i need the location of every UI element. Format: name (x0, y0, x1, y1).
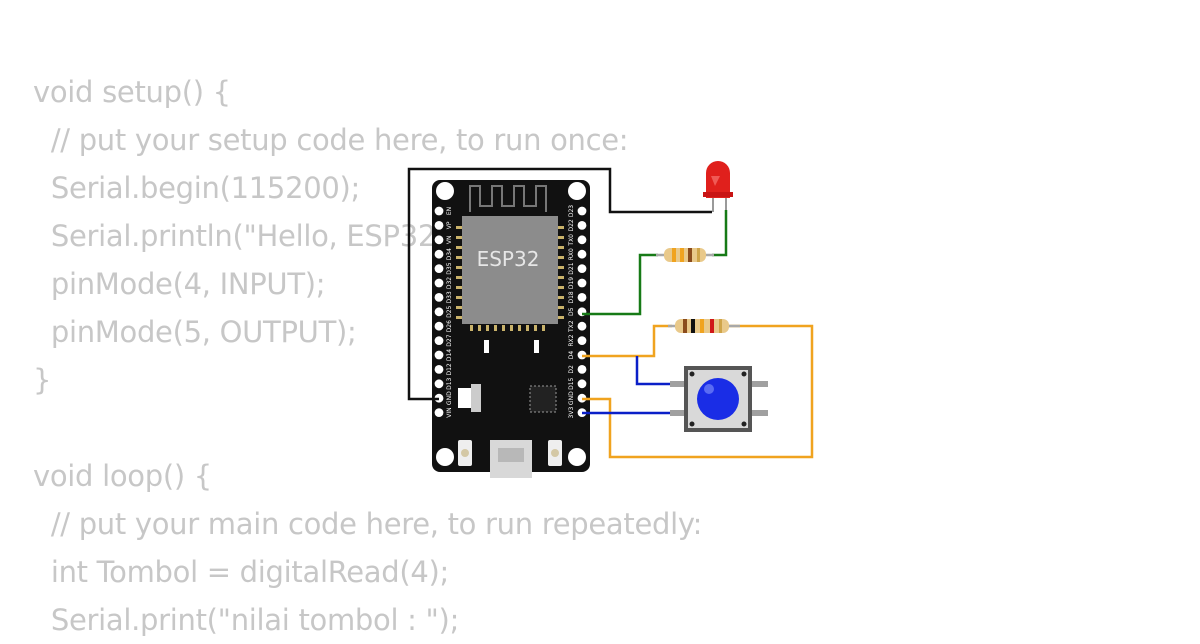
pin-label: D21 (568, 262, 575, 274)
pin-hole[interactable] (577, 379, 587, 389)
pin-label: D33 (446, 291, 453, 303)
pin-hole[interactable] (577, 221, 587, 230)
code-line[interactable]: Serial.println("Hello, ESP32!"); (33, 219, 481, 253)
pin-label: 3V3 (568, 407, 575, 419)
pin-hole[interactable] (434, 350, 444, 360)
pin-label: TX2 (568, 320, 575, 333)
code-line[interactable]: void setup() { (33, 75, 231, 109)
pin-label: D14 (446, 349, 453, 361)
pin-label: VP (446, 221, 453, 229)
pin-label: D4 (568, 351, 575, 360)
pin-hole[interactable] (577, 365, 587, 374)
pin-label: RX2 (568, 334, 575, 346)
pin-label: GND (446, 391, 453, 405)
pin-label: D5 (568, 307, 575, 316)
pin-label: D26 (446, 320, 453, 332)
button-cap[interactable] (697, 378, 739, 420)
pin-label: D12 (446, 363, 453, 375)
pin-label: D19 (568, 277, 575, 289)
esp32-module (462, 216, 558, 324)
pin-hole[interactable] (577, 321, 587, 331)
chip-label: ESP32 (477, 247, 540, 271)
pin-hole[interactable] (434, 264, 444, 273)
pin-label: D34 (446, 248, 453, 260)
pin-label: EN (446, 207, 453, 215)
pin-hole[interactable] (434, 365, 444, 374)
esp32-board[interactable]: ESP32 ENVPVND34D35D32D33D25D26D27D14D12D… (432, 180, 590, 478)
pin-hole[interactable] (577, 264, 587, 273)
code-line[interactable]: } (33, 363, 52, 397)
pin-hole[interactable] (577, 206, 587, 216)
pin-label: VN (446, 236, 453, 245)
code-line[interactable]: pinMode(4, INPUT); (33, 267, 326, 301)
pin-label: RX0 (568, 248, 575, 260)
wire-blue-1 (635, 356, 680, 386)
pin-hole[interactable] (434, 307, 444, 317)
code-line[interactable]: pinMode(5, OUTPUT); (33, 315, 357, 349)
pin-label: D13 (446, 377, 453, 389)
code-line[interactable]: // put your setup code here, to run once… (33, 123, 629, 157)
code-line[interactable]: // put your main code here, to run repea… (33, 507, 703, 541)
code-line[interactable]: int Tombol = digitalRead(4); (33, 555, 450, 589)
code-line[interactable]: void loop() { (33, 459, 212, 493)
pin-label: VIN (446, 407, 453, 417)
pin-hole[interactable] (434, 278, 444, 288)
resistor-button[interactable] (668, 319, 740, 333)
wire-orange-1 (582, 324, 672, 358)
pin-label: D32 (446, 277, 453, 289)
pin-hole[interactable] (577, 235, 587, 245)
code-line[interactable]: Serial.begin(115200); (33, 171, 361, 205)
pin-hole[interactable] (434, 293, 444, 302)
pin-label: D2 (568, 365, 575, 374)
wire-orange-2 (582, 324, 814, 459)
resistor-led[interactable] (656, 248, 714, 262)
pin-hole[interactable] (434, 221, 444, 230)
pin-hole[interactable] (577, 336, 587, 345)
pin-hole[interactable] (434, 336, 444, 345)
pin-hole[interactable] (434, 321, 444, 331)
pin-label: GND (568, 391, 575, 405)
pin-label: TX0 (568, 234, 575, 247)
pin-hole[interactable] (577, 293, 587, 302)
pin-hole[interactable] (434, 249, 444, 259)
pin-label: D22 (568, 219, 575, 231)
wire-green-2 (712, 210, 728, 257)
wire-green-1 (582, 253, 658, 316)
pin-hole[interactable] (577, 249, 587, 259)
pin-hole[interactable] (577, 278, 587, 288)
pin-label: D18 (568, 291, 575, 303)
pin-hole[interactable] (434, 235, 444, 245)
pin-label: D23 (568, 205, 575, 217)
pin-hole[interactable] (434, 206, 444, 216)
circuit-simulation: ESP32 ENVPVND34D35D32D33D25D26D27D14D12D… (407, 161, 814, 478)
pin-label: D35 (446, 262, 453, 274)
pin-label: D27 (446, 334, 453, 346)
pin-hole[interactable] (434, 408, 444, 417)
wire-black (407, 167, 712, 401)
pin-label: D15 (568, 377, 575, 389)
pin-label: D25 (446, 305, 453, 317)
push-button[interactable] (670, 366, 768, 432)
led-red[interactable] (703, 161, 733, 212)
pin-hole[interactable] (434, 379, 444, 389)
